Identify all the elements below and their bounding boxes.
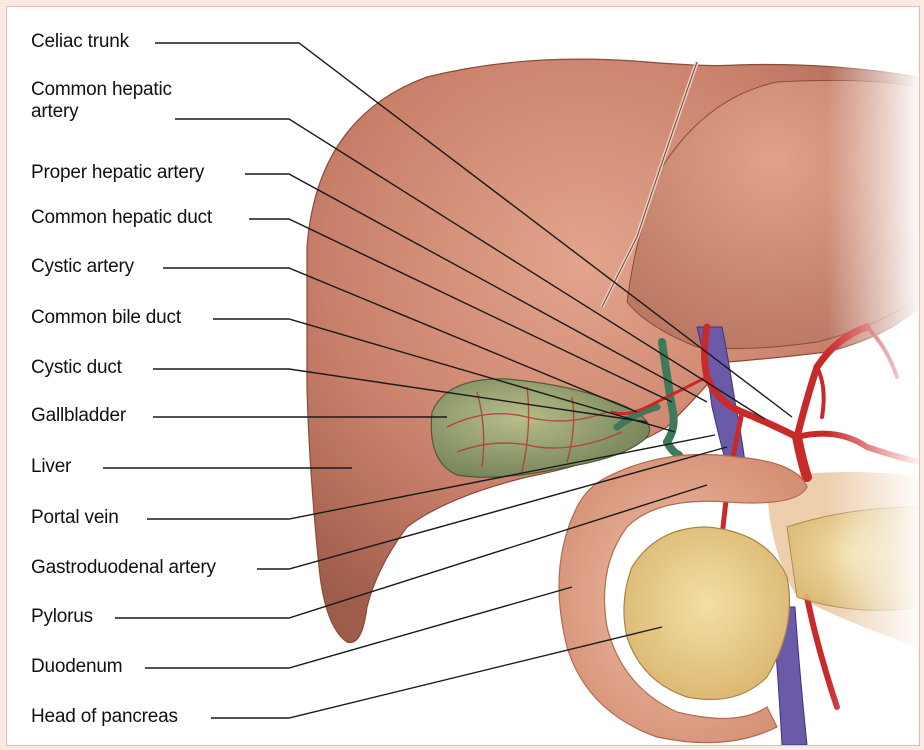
label-celiac-trunk: Celiac trunk — [31, 31, 129, 53]
label-gastroduodenal-artery: Gastroduodenal artery — [31, 557, 216, 579]
label-proper-hepatic-artery: Proper hepatic artery — [31, 162, 204, 184]
label-head-of-pancreas: Head of pancreas — [31, 706, 178, 728]
label-pylorus: Pylorus — [31, 606, 93, 628]
label-cystic-duct: Cystic duct — [31, 357, 122, 379]
illustration-frame: Celiac trunk Common hepatic artery Prope… — [6, 6, 920, 746]
label-portal-vein: Portal vein — [31, 507, 119, 529]
label-common-hepatic-duct: Common hepatic duct — [31, 207, 212, 229]
label-cystic-artery: Cystic artery — [31, 256, 134, 278]
label-duodenum: Duodenum — [31, 656, 122, 678]
label-common-hepatic-artery: Common hepatic artery — [31, 79, 181, 123]
pancreas-head-shape — [624, 527, 790, 700]
label-liver: Liver — [31, 456, 71, 478]
label-common-bile-duct: Common bile duct — [31, 307, 181, 329]
label-gallbladder: Gallbladder — [31, 405, 126, 427]
